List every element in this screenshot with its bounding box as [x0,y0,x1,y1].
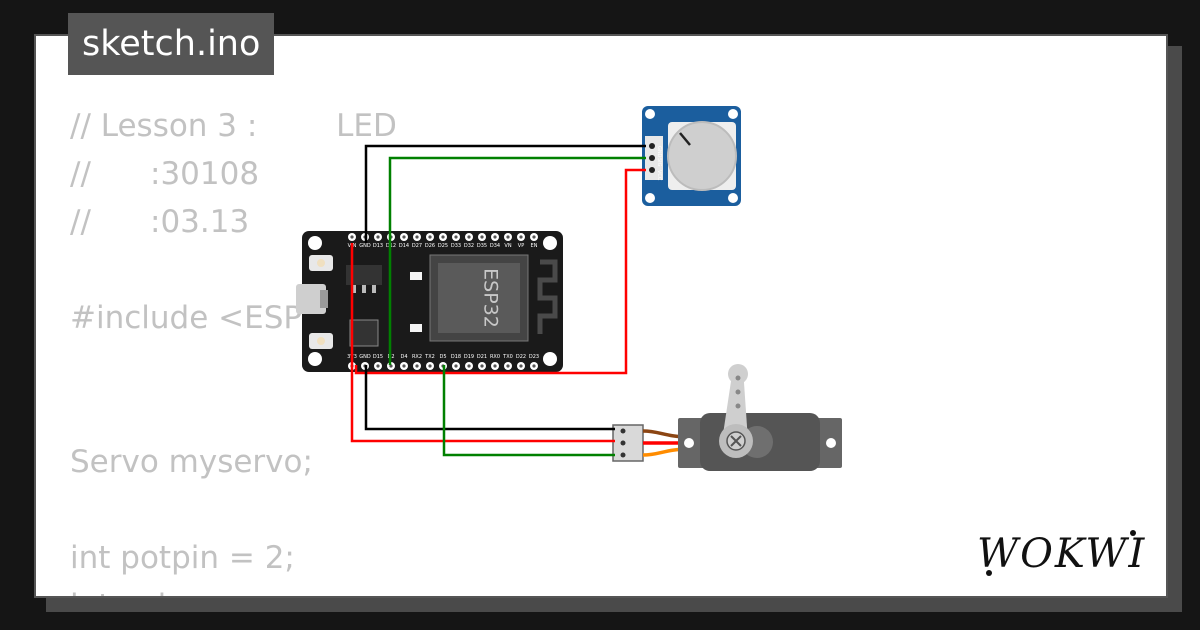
pot-pin-sig: SIG [656,158,662,167]
top-pin-label: D26 [425,243,435,249]
usb-port [296,284,326,314]
bottom-pin-label: TX0 [502,354,513,360]
top-pin-hole [519,235,523,239]
top-pin-hole [376,235,380,239]
top-pin-hole [467,235,471,239]
bottom-pin-label: TX2 [424,354,435,360]
bottom-pin-label: RX0 [490,354,500,360]
code-line-10: int potpin = 2; [70,540,295,576]
bottom-pin-hole [467,364,471,368]
potentiometer[interactable]: GND SIG VCC [642,106,741,206]
servo-motor[interactable] [612,364,842,471]
bottom-pin-hole [454,364,458,368]
bottom-pin-label: D5 [439,354,446,360]
bottom-pin-hole [389,364,393,368]
bottom-pin-label: D19 [464,354,474,360]
bottom-pin-label: D15 [373,354,383,360]
bottom-pin-hole [480,364,484,368]
wire-servo-power [350,243,615,443]
wokwi-logo-text: WOKWI [977,531,1146,577]
bottom-pin-hole [428,364,432,368]
bottom-pin-label: D18 [451,354,461,360]
top-pin-hole [480,235,484,239]
top-pin-hole [402,235,406,239]
top-pin-hole [441,235,445,239]
pot-pin-gnd: GND [656,146,662,158]
status-led [410,324,422,332]
top-pin-hole [415,235,419,239]
bottom-pin-label: D23 [529,354,539,360]
wire-servo-signal [442,365,615,457]
top-pin-label: VP [518,243,524,249]
bottom-pin-label: GND [359,354,371,360]
servo-connector [612,424,644,462]
voltage-regulator [346,265,382,285]
top-pin-hole [350,235,354,239]
top-pin-label: D14 [399,243,409,249]
servo-horn[interactable] [722,368,748,441]
usb-chip [349,319,379,347]
wire-pot-gnd [364,144,646,243]
antenna-trace [537,259,558,334]
bottom-pin-hole [376,364,380,368]
bottom-pin-label: RX2 [412,354,422,360]
top-pin-label: EN [531,243,538,249]
preview-card: // Lesson 3 : LED // :30108 // :03.13 #i… [34,34,1168,598]
pot-knob[interactable] [667,121,737,191]
bottom-pin-hole [493,364,497,368]
wire-pot-signal [388,156,646,365]
esp32-chip-label: ESP32 [480,268,502,328]
code-line-11: int val; [70,582,485,596]
top-pin-hole [532,235,536,239]
top-pin-label: D25 [438,243,448,249]
top-pin-label: D13 [373,243,383,249]
top-pin-label: D27 [412,243,422,249]
bottom-pin-label: D21 [477,354,487,360]
top-pin-row [348,233,538,241]
bottom-pin-hole [415,364,419,368]
power-led [410,272,422,280]
bottom-pin-hole [519,364,523,368]
wokwi-logo: WOKWI [977,530,1146,577]
top-pin-hole [506,235,510,239]
wire-pot-power [354,168,646,375]
top-pin-label: D34 [490,243,500,249]
code-line-3: // :03.13 [70,204,250,240]
bottom-pin-label: D22 [516,354,526,360]
file-tab[interactable]: sketch.ino [68,13,275,75]
wire-servo-gnd [364,365,615,431]
top-pin-label: VN [504,243,511,249]
code-line-2: // :30108 [70,156,260,192]
top-pin-label: D33 [451,243,461,249]
bottom-pin-hole [402,364,406,368]
top-pin-hole [454,235,458,239]
top-pin-label: D35 [477,243,487,249]
top-pin-label: GND [359,243,371,249]
pot-pin-vcc: VCC [656,170,662,181]
bottom-pin-hole [506,364,510,368]
top-pin-hole [493,235,497,239]
code-line-8: Servo myservo; [70,444,313,480]
bottom-pin-label: D4 [400,354,407,360]
top-pin-label: D32 [464,243,474,249]
bottom-pin-hole [532,364,536,368]
top-pin-hole [428,235,432,239]
code-line-1: // Lesson 3 : LED [70,108,397,144]
